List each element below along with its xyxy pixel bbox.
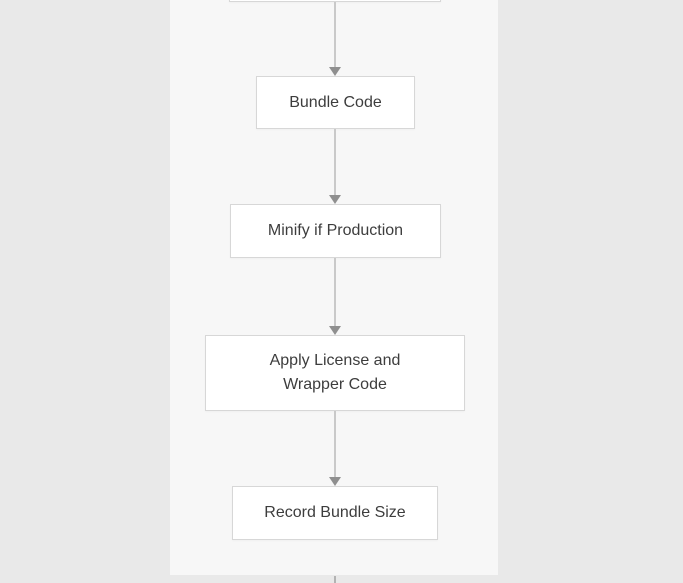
arrow-line xyxy=(334,2,336,67)
flow-node-label: Minify if Production xyxy=(267,222,404,239)
flow-node-record-size: Record Bundle Size xyxy=(232,486,438,540)
flow-arrow xyxy=(329,129,341,204)
arrow-head-icon xyxy=(329,67,341,76)
flow-node-bundle-code: Bundle Code xyxy=(256,76,415,129)
flow-node-label: Bundle Code xyxy=(289,93,382,111)
arrow-line xyxy=(334,258,336,326)
flow-node-label: Apply License and Wrapper Code xyxy=(269,352,401,393)
diagram-panel: Bundle Code Minify if Production Apply L… xyxy=(170,0,498,575)
arrow-line xyxy=(334,129,336,195)
arrow-head-icon xyxy=(329,195,341,204)
flow-node-label: Record Bundle Size xyxy=(264,504,406,521)
arrow-line-stub xyxy=(334,576,336,583)
flow-node-minify: Minify if Production xyxy=(230,204,441,258)
arrow-head-icon xyxy=(329,326,341,335)
flow-node-apply-license: Apply License and Wrapper Code xyxy=(205,335,465,411)
arrow-line xyxy=(334,411,336,477)
arrow-head-icon xyxy=(329,477,341,486)
flow-arrow xyxy=(329,411,341,486)
flow-arrow xyxy=(329,258,341,335)
flow-node-truncated-top xyxy=(229,0,441,2)
flow-arrow xyxy=(329,2,341,76)
